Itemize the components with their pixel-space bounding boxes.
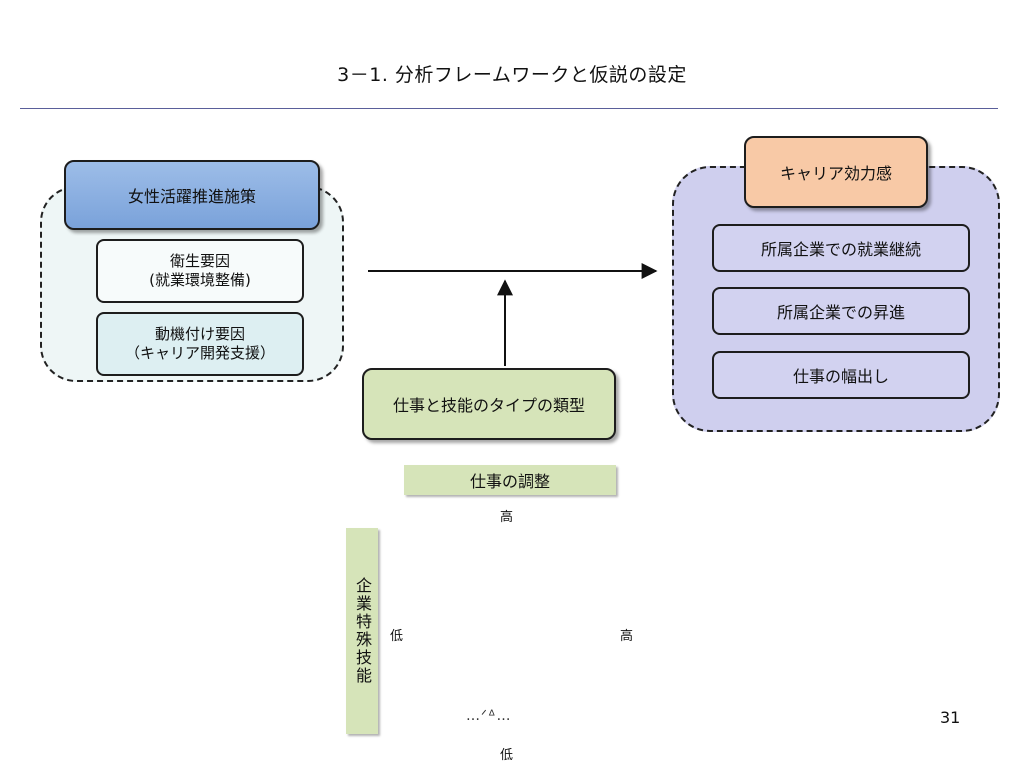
outcome-job-broadening: 仕事の幅出し bbox=[712, 351, 970, 399]
hygiene-factor-title: 衛生要因 bbox=[169, 252, 230, 270]
slide-title: 3－1. 分析フレームワークと仮説の設定 bbox=[337, 64, 687, 86]
outcome-continued-employment: 所属企業での就業継続 bbox=[712, 224, 970, 272]
axis-high-right: 高 bbox=[620, 629, 634, 644]
axis-low-left: 低 bbox=[390, 629, 404, 644]
motivator-factor-box: 動機付け要因 （キャリア開発支援） bbox=[96, 312, 304, 376]
hygiene-factor-box: 衛生要因 (就業環境整備) bbox=[96, 239, 304, 303]
outcome-promotion: 所属企業での昇進 bbox=[712, 287, 970, 335]
career-efficacy-header: キャリア効力感 bbox=[744, 136, 928, 208]
axis-low-bottom: 低 bbox=[500, 748, 514, 763]
job-skill-typology-box: 仕事と技能のタイプの類型 bbox=[362, 368, 616, 440]
motivator-factor-detail: （キャリア開発支援） bbox=[124, 344, 275, 362]
page-number: 31 bbox=[940, 708, 961, 727]
overlapping-text-fragment: …ᐟᐞ… bbox=[466, 708, 512, 724]
axis-high-top: 高 bbox=[500, 510, 514, 525]
policy-header: 女性活躍推進施策 bbox=[64, 160, 320, 230]
firm-specific-skill-axis-label: 企業特殊技能 bbox=[346, 528, 378, 734]
job-coordination-axis-label: 仕事の調整 bbox=[404, 465, 616, 495]
title-divider bbox=[20, 108, 998, 109]
hygiene-factor-detail: (就業環境整備) bbox=[149, 271, 251, 289]
motivator-factor-title: 動機付け要因 bbox=[154, 325, 245, 343]
